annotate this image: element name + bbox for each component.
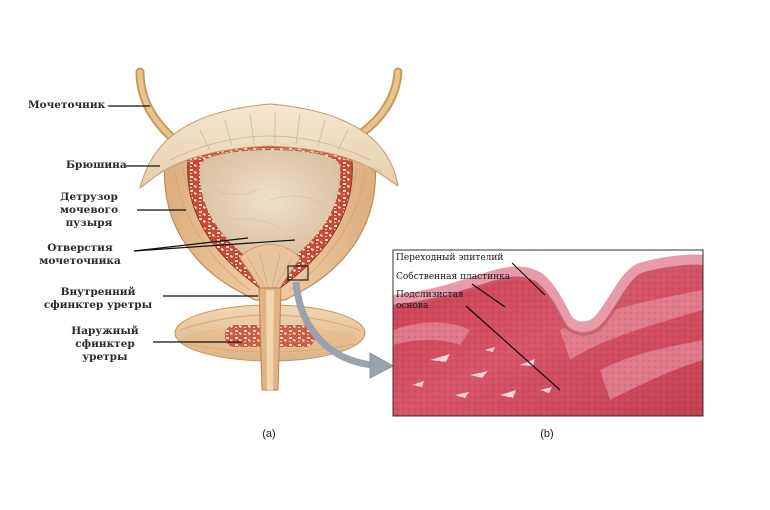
caption-panel-b: (b) <box>540 428 554 440</box>
label-submucosa-line-1: Подслизистая <box>396 290 464 300</box>
label-ureter: Мочеточник <box>28 99 106 111</box>
zoom-arrow <box>292 281 373 369</box>
label-ureteral-openings-line-2: мочеточника <box>39 255 121 267</box>
label-external-sphincter-line-2: сфинктер <box>75 338 135 350</box>
label-lamina-propria: Собственная пластинка <box>396 272 511 282</box>
zoom-region-box <box>287 265 309 281</box>
label-detrusor-line-3: пузыря <box>65 217 113 229</box>
label-submucosa: Подслизистая основа <box>396 290 464 312</box>
label-external-sphincter-line-1: Наружный <box>71 325 139 337</box>
label-internal-sphincter-line-2: сфинктер уретры <box>43 299 153 311</box>
label-external-sphincter: Наружный сфинктер уретры <box>62 325 148 364</box>
histology-micrograph <box>392 249 704 417</box>
label-detrusor-line-1: Детрузор <box>60 191 118 203</box>
panel-a-illustration <box>135 67 403 391</box>
label-detrusor-line-2: мочевого <box>59 204 119 216</box>
peritoneum <box>139 103 399 190</box>
label-ureteral-openings: Отверстия мочеточника <box>30 242 130 268</box>
label-peritoneum: Брюшина <box>66 159 127 171</box>
label-internal-sphincter: Внутренний сфинктер уретры <box>36 286 160 312</box>
label-external-sphincter-line-3: уретры <box>82 351 128 363</box>
panel-b-leader-lines <box>465 262 561 391</box>
trigone <box>239 244 301 291</box>
label-internal-sphincter-line-1: Внутренний <box>60 286 136 298</box>
label-detrusor: Детрузор мочевого пузыря <box>44 191 134 230</box>
label-transitional-epithelium: Переходный эпителий <box>396 253 504 263</box>
label-ureteral-openings-line-1: Отверстия <box>47 242 113 254</box>
panel-a-leader-lines <box>108 105 296 343</box>
histology-lumen <box>393 250 703 327</box>
bladder-lumen <box>199 150 341 258</box>
caption-panel-a: (a) <box>262 428 276 440</box>
label-submucosa-line-2: основа <box>396 301 429 311</box>
transitional-epithelium <box>392 254 704 332</box>
